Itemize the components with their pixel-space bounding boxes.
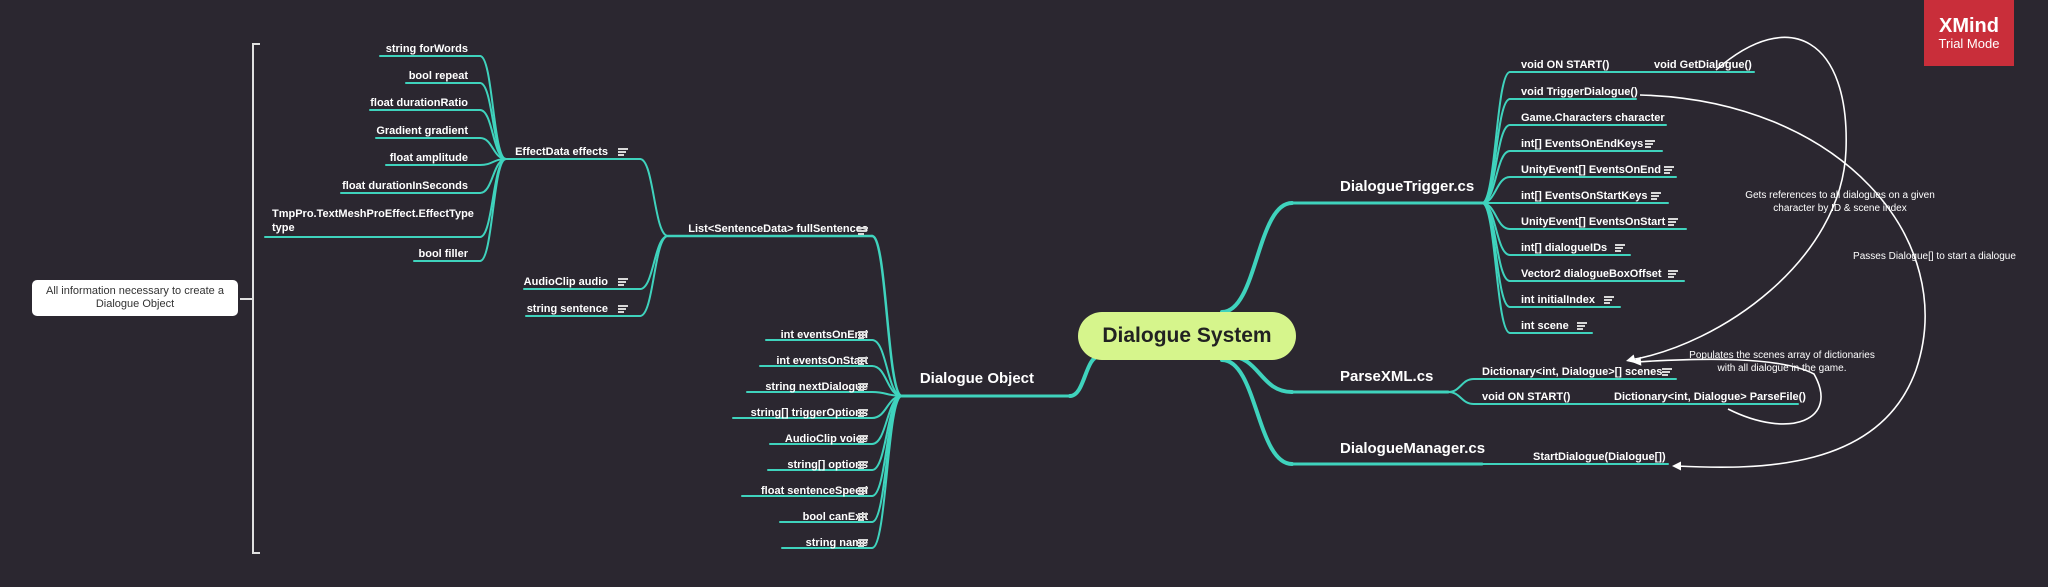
relationship-parsefile-to-scenes — [1635, 358, 1822, 425]
topic-dialogue-manager[interactable]: DialogueManager.cs — [1340, 440, 1486, 457]
note-icon[interactable] — [1604, 296, 1614, 304]
branch-effect-child — [479, 158, 507, 238]
effect-bool-filler[interactable]: bool filler — [418, 248, 469, 260]
effect-float-durationratio[interactable]: float durationRatio — [370, 97, 468, 109]
branch-dialogue-trigger-child — [1481, 98, 1511, 204]
effect-string-forwords[interactable]: string forWords — [385, 43, 468, 55]
effect-gradient[interactable]: Gradient gradient — [376, 125, 468, 137]
dialogue-audioclip-voice[interactable]: AudioClip voice — [784, 433, 868, 445]
sentence-audioclip-audio[interactable]: AudioClip audio — [523, 276, 608, 288]
topic-dialogue-trigger[interactable]: DialogueTrigger.cs — [1340, 178, 1475, 195]
note-icon[interactable] — [1664, 166, 1674, 174]
parse-scenes-dictionary[interactable]: Dictionary<int, Dialogue>[] scenes — [1482, 366, 1663, 378]
dialogue-string-triggeroptions[interactable]: string[] triggerOptions — [750, 407, 868, 419]
branch-root-dialogue-trigger — [1220, 201, 1294, 314]
effect-float-amplitude[interactable]: float amplitude — [389, 152, 468, 164]
note-icon[interactable] — [1662, 368, 1672, 376]
note-icon[interactable] — [1651, 192, 1661, 200]
summary-bracket — [252, 43, 260, 554]
dialogue-float-sentencespeed[interactable]: float sentenceSpeed — [761, 485, 868, 497]
trigger-void-onstart[interactable]: void ON START() — [1521, 59, 1610, 71]
note-icon[interactable] — [858, 513, 868, 521]
note-icon[interactable] — [858, 383, 868, 391]
dialogue-bool-canexit[interactable]: bool canExit — [802, 511, 868, 523]
summary-topic[interactable]: All information necessary to create a Di… — [32, 280, 238, 316]
note-icon[interactable] — [1615, 244, 1625, 252]
note-icon[interactable] — [858, 487, 868, 495]
topic-dialogue-object[interactable]: Dialogue Object — [919, 370, 1034, 387]
branch-dialogue-trigger-child — [1481, 71, 1511, 204]
note-icon[interactable] — [858, 357, 868, 365]
effect-float-durationinseconds[interactable]: float durationInSeconds — [342, 180, 468, 192]
branch-effect-data — [639, 158, 669, 237]
note-icon[interactable] — [858, 227, 868, 235]
branch-root-dialogue-manager — [1220, 358, 1294, 466]
relationship-get-dialogue-to-scenes — [1629, 36, 1847, 361]
topic-full-sentences[interactable]: List<SentenceData> fullSentences — [688, 223, 868, 235]
topic-effect-data[interactable]: EffectData effects — [515, 146, 608, 158]
note-icon[interactable] — [1577, 322, 1587, 330]
trigger-eventsonendkeys[interactable]: int[] EventsOnEndKeys — [1521, 138, 1644, 150]
branch-parse-scenes — [1447, 378, 1475, 393]
trigger-int-scene[interactable]: int scene — [1521, 320, 1569, 332]
effect-effecttype[interactable]: TmpPro.TextMeshProEffect.EffectType type — [272, 208, 474, 234]
dialogue-int-eventsonstart[interactable]: int eventsOnStart — [776, 355, 868, 367]
trigger-eventsonstartkeys[interactable]: int[] EventsOnStartKeys — [1521, 190, 1648, 202]
trigger-dialogueboxoffset[interactable]: Vector2 dialogueBoxOffset — [1521, 268, 1662, 280]
trigger-eventsonstart[interactable]: UnityEvent[] EventsOnStart — [1521, 216, 1666, 228]
trigger-dialogueids[interactable]: int[] dialogueIDs — [1521, 242, 1608, 254]
summary-bracket-tick — [240, 298, 252, 300]
branch-dialogue-trigger-child — [1481, 202, 1511, 334]
branch-effect-child — [479, 55, 507, 160]
trial-mode-label: Trial Mode — [1938, 36, 2000, 51]
trigger-initialindex[interactable]: int initialIndex — [1521, 294, 1595, 306]
branch-root-parse-xml — [1226, 354, 1294, 394]
branch-parse-onstart — [1447, 391, 1475, 405]
relationship-arrow-head — [1672, 461, 1681, 471]
note-icon[interactable] — [858, 539, 868, 547]
root-topic[interactable]: Dialogue System — [1078, 312, 1296, 360]
dialogue-string-options[interactable]: string[] options — [787, 459, 868, 471]
branch-dialogue-trigger-child — [1481, 202, 1511, 308]
xmind-trial-badge[interactable]: XMind Trial Mode — [1924, 0, 2014, 66]
note-icon[interactable] — [858, 435, 868, 443]
sentence-string-sentence[interactable]: string sentence — [526, 303, 608, 315]
dialogue-string-name[interactable]: string name — [805, 537, 868, 549]
note-icon[interactable] — [1668, 218, 1678, 226]
relationship-label-populates-scenes: Populates the scenes array of dictionari… — [1689, 350, 1875, 374]
note-icon[interactable] — [858, 461, 868, 469]
note-icon[interactable] — [1645, 140, 1655, 148]
topic-parse-xml[interactable]: ParseXML.cs — [1340, 368, 1434, 385]
relationship-arrow-head — [1626, 354, 1636, 364]
trigger-void-triggerdialogue[interactable]: void TriggerDialogue() — [1521, 86, 1638, 98]
branch-dialogue-object-child — [871, 395, 903, 549]
note-icon[interactable] — [858, 409, 868, 417]
branch-full-sentences — [870, 234, 904, 398]
branch-effect-child — [479, 158, 507, 262]
relationship-arrow-head — [1632, 356, 1642, 366]
note-icon[interactable] — [618, 305, 628, 313]
parse-parsefile[interactable]: Dictionary<int, Dialogue> ParseFile() — [1614, 391, 1806, 403]
note-icon[interactable] — [1668, 270, 1678, 278]
branch-dialogue-object-child — [871, 395, 903, 523]
trigger-character[interactable]: Game.Characters character — [1521, 112, 1665, 124]
note-icon[interactable] — [618, 278, 628, 286]
dialogue-string-nextdialogue[interactable]: string nextDialogue — [765, 381, 868, 393]
relationship-label-gets-references: Gets references to all dialogues on a gi… — [1745, 190, 1935, 214]
parse-void-onstart[interactable]: void ON START() — [1482, 391, 1571, 403]
effect-bool-repeat[interactable]: bool repeat — [408, 70, 468, 82]
xmind-brand: XMind — [1939, 15, 1999, 37]
relationship-trigger-to-start-dialogue — [1639, 94, 1926, 469]
note-icon[interactable] — [618, 148, 628, 156]
relationship-label-passes-dialogue: Passes Dialogue[] to start a dialogue — [1853, 251, 2016, 262]
note-icon[interactable] — [858, 331, 868, 339]
branch-sentence-string — [639, 235, 669, 317]
trigger-void-getdialogue[interactable]: void GetDialogue() — [1654, 59, 1752, 71]
trigger-eventsonend[interactable]: UnityEvent[] EventsOnEnd — [1521, 164, 1661, 176]
branch-root-dialogue-object — [1068, 354, 1102, 398]
manager-startdialogue[interactable]: StartDialogue(Dialogue[]) — [1533, 451, 1666, 463]
dialogue-int-eventsonend[interactable]: int eventsOnEnd — [780, 329, 868, 341]
